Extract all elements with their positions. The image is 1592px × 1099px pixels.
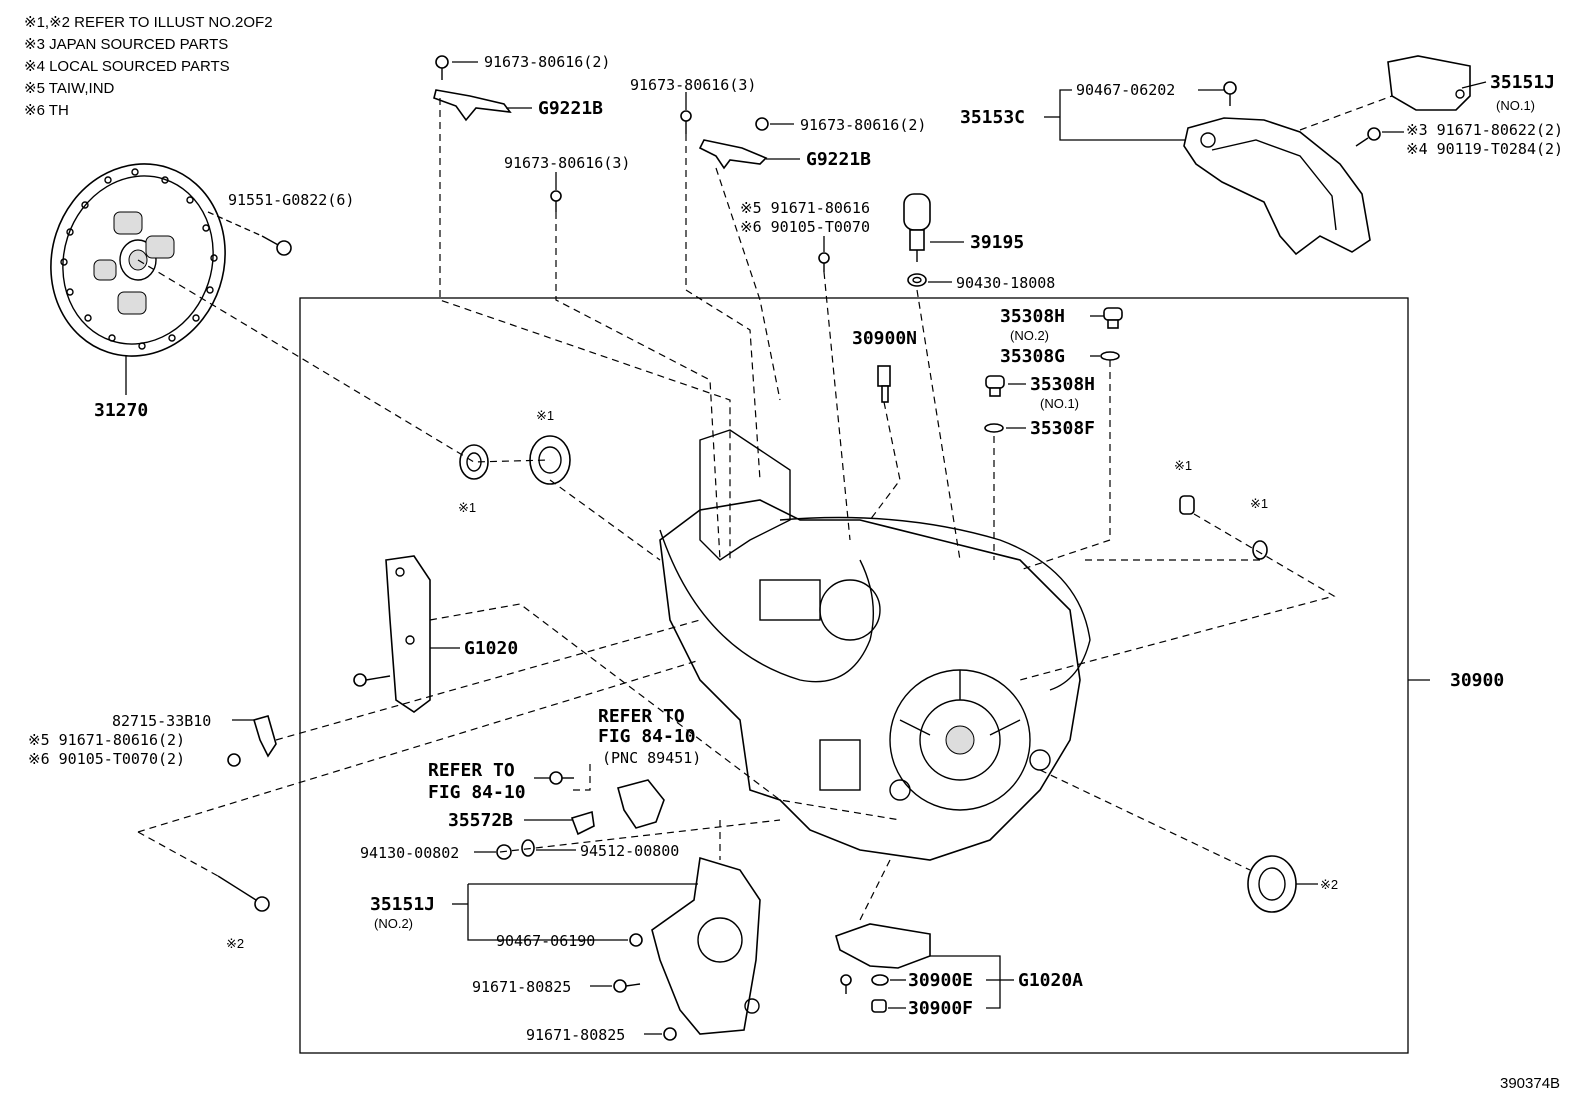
label-91671-80825-a: 91671-80825: [472, 978, 571, 996]
label-91673-b: 91673-80616(3): [630, 76, 756, 94]
label-g1020: G1020: [464, 638, 518, 659]
label-94130: 94130-00802: [360, 844, 459, 862]
label-90467-a: 90467-06202: [1076, 81, 1175, 99]
label-35572b: 35572B: [448, 810, 513, 831]
label-35308h-b: 35308H: [1030, 374, 1095, 395]
label-90430: 90430-18008: [956, 274, 1055, 292]
refer-note-2-line1: REFER TO: [428, 760, 515, 781]
label-35308f: 35308F: [1030, 418, 1095, 439]
label-90467-b: 90467-06190: [496, 932, 595, 950]
bracket-g9221b-b-drawing[interactable]: [698, 117, 769, 170]
mark-1-c: ※1: [1174, 458, 1192, 473]
label-91671-5: ※5 91671-80616: [740, 199, 870, 217]
assembly-frame: [299, 297, 1409, 1054]
mark-2-a: ※2: [1320, 877, 1338, 892]
plate-35572b-drawing[interactable]: [570, 810, 595, 836]
gasket-30900e-drawing[interactable]: [871, 974, 889, 986]
bolt-91673-b-drawing[interactable]: [680, 110, 692, 134]
label-35308h-a-sub: (NO.2): [1010, 328, 1049, 343]
illustration-number: 390374B: [1500, 1075, 1560, 1092]
notes-block: ※1,※2 REFER TO ILLUST NO.2OF2 ※3 JAPAN S…: [24, 14, 273, 119]
sensor-89451-drawing[interactable]: [617, 779, 665, 829]
seal-left-small-drawing[interactable]: [459, 444, 489, 480]
plug-30900f-drawing[interactable]: [871, 999, 887, 1013]
note-2: ※3 JAPAN SOURCED PARTS: [24, 36, 228, 53]
gasket-90430-drawing[interactable]: [907, 273, 927, 287]
note-5: ※6 TH: [24, 102, 69, 119]
label-35151j-a: 35151J: [1490, 72, 1555, 93]
note-1: ※1,※2 REFER TO ILLUST NO.2OF2: [24, 14, 273, 31]
pan-g1020a-drawing[interactable]: [835, 923, 931, 994]
transaxle-assembly-drawing[interactable]: [659, 429, 1091, 861]
plug-35308h-no2-drawing[interactable]: [1103, 307, 1123, 329]
label-g1020a: G1020A: [1018, 970, 1083, 991]
label-91671-5b: ※5 91671-80616(2): [28, 731, 185, 749]
label-35151j-a-sub: (NO.1): [1496, 98, 1535, 113]
note-4: ※5 TAIW,IND: [24, 80, 115, 97]
label-30900: 30900: [1450, 670, 1504, 691]
gasket-35308g-drawing[interactable]: [1100, 351, 1120, 361]
plug-right-drawing[interactable]: [1179, 495, 1195, 515]
bracket-g1020-drawing[interactable]: [353, 555, 431, 713]
cover-35151j-no1-drawing[interactable]: [1387, 55, 1471, 111]
label-35308g: 35308G: [1000, 346, 1065, 367]
refer-note-1-line1: REFER TO: [598, 706, 685, 727]
washer-94512-drawing[interactable]: [521, 839, 535, 857]
label-82715: 82715-33B10: [112, 712, 211, 730]
bracket-82715-drawing[interactable]: [227, 715, 277, 767]
bolt-91671-80622-drawing[interactable]: [1355, 127, 1381, 147]
label-94512: 94512-00800: [580, 842, 679, 860]
label-39195: 39195: [970, 232, 1024, 253]
label-35153c: 35153C: [960, 107, 1025, 128]
refer-note-1-line3: (PNC 89451): [602, 749, 701, 767]
cover-35153c-drawing[interactable]: [1183, 81, 1371, 256]
clutch-disc-drawing[interactable]: [26, 141, 250, 379]
refer-note-1-line2: FIG 84-10: [598, 726, 696, 747]
gasket-35308f-drawing[interactable]: [984, 423, 1004, 433]
label-90105-6b: ※6 90105-T0070(2): [28, 750, 185, 768]
washer-right-drawing[interactable]: [1252, 540, 1268, 560]
bolt-91671-80825-b-drawing[interactable]: [663, 1027, 677, 1041]
label-30900e: 30900E: [908, 970, 973, 991]
label-35308h-a: 35308H: [1000, 306, 1065, 327]
label-30900f: 30900F: [908, 998, 973, 1019]
bolt-90467-06190-drawing[interactable]: [629, 933, 643, 947]
label-31270: 31270: [94, 400, 148, 421]
label-35151j-b: 35151J: [370, 894, 435, 915]
label-g9221b-b: G9221B: [806, 149, 871, 170]
mark-1-a: ※1: [458, 500, 476, 515]
label-91671-3: ※3 91671-80622(2): [1406, 121, 1563, 139]
bolt-91673-d-drawing[interactable]: [550, 190, 562, 212]
mark-1-b: ※1: [536, 408, 554, 423]
sensor-30900n-drawing[interactable]: [877, 365, 891, 403]
label-91551: 91551-G0822(6): [228, 191, 354, 209]
bolt-91551-drawing[interactable]: [261, 235, 292, 256]
note-3: ※4 LOCAL SOURCED PARTS: [24, 58, 230, 75]
mark-2-b: ※2: [226, 936, 244, 951]
label-g9221b-a: G9221B: [538, 98, 603, 119]
bolt-bottom-left-drawing[interactable]: [217, 875, 270, 912]
label-90119-4: ※4 90119-T0284(2): [1406, 140, 1563, 158]
label-35151j-b-sub: (NO.2): [374, 916, 413, 931]
bolt-refer-2-drawing[interactable]: [549, 771, 574, 785]
mark-1-d: ※1: [1250, 496, 1268, 511]
label-35308h-b-sub: (NO.1): [1040, 396, 1079, 411]
label-30900n: 30900N: [852, 328, 917, 349]
bolt-91671-80825-a-drawing[interactable]: [613, 979, 641, 993]
seal-bottom-right-drawing[interactable]: [1247, 855, 1297, 913]
bolt-91671-80616-drawing[interactable]: [818, 252, 830, 272]
plug-35308h-no1-drawing[interactable]: [985, 375, 1005, 397]
label-91671-80825-b: 91671-80825: [526, 1026, 625, 1044]
dashed-leaders: [137, 98, 1336, 921]
switch-39195-drawing[interactable]: [903, 193, 931, 262]
bracket-g9221b-a-drawing[interactable]: [433, 55, 512, 122]
cover-35151j-no2-drawing[interactable]: [651, 856, 761, 1035]
refer-note-2-line2: FIG 84-10: [428, 782, 526, 803]
label-91673-a: 91673-80616(2): [484, 53, 610, 71]
label-91673-c: 91673-80616(2): [800, 116, 926, 134]
label-91673-d: 91673-80616(3): [504, 154, 630, 172]
label-90105-6: ※6 90105-T0070: [740, 218, 870, 236]
